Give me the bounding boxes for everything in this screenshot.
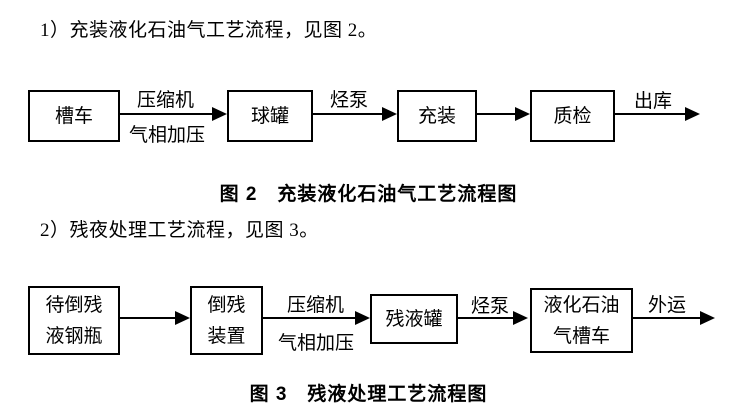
arrowhead-icon [515, 107, 530, 121]
fig2-node-spherical-tank: 球罐 [227, 90, 313, 142]
fig3-arrow-4 [633, 310, 715, 326]
node-label-line2: 液钢瓶 [45, 325, 103, 347]
fig2-edge1-label-gas-phase-pressurize: 气相加压 [129, 125, 206, 146]
fig2-arrow-3 [477, 106, 530, 122]
arrowhead-icon [382, 107, 397, 121]
arrowhead-icon [685, 107, 700, 121]
figure3-caption: 图 3 残液处理工艺流程图 [249, 384, 488, 405]
arrow-line [633, 317, 700, 319]
fig3-arrow-2 [263, 310, 370, 326]
node-label: 球罐 [250, 105, 289, 127]
fig3-node-cylinders-awaiting-emptying: 待倒残 液钢瓶 [28, 286, 120, 355]
arrowhead-icon [175, 311, 190, 325]
arrow-line [615, 113, 685, 115]
node-label: 槽车 [54, 105, 93, 127]
node-label: 充装 [417, 105, 456, 127]
arrowhead-icon [513, 311, 528, 325]
fig2-edge2-label-hydrocarbon-pump: 烃泵 [330, 90, 369, 111]
node-label-line1: 液化石油 [543, 294, 620, 316]
arrow-line [120, 113, 212, 115]
fig3-edge3-label-hydrocarbon-pump: 烃泵 [471, 296, 510, 317]
fig3-edge4-label-transport-out: 外运 [648, 295, 687, 316]
fig3-node-emptying-device: 倒残 装置 [190, 286, 263, 355]
fig3-node-lpg-tank-truck: 液化石油 气槽车 [530, 288, 633, 353]
figure2-caption: 图 2 充装液化石油气工艺流程图 [219, 184, 518, 205]
node-label: 质检 [553, 105, 592, 127]
arrowhead-icon [355, 311, 370, 325]
fig2-arrow-1 [120, 106, 227, 122]
node-label-line2: 气槽车 [552, 325, 610, 347]
arrow-line [263, 317, 355, 319]
paragraph-1: 1）充装液化石油气工艺流程，见图 2。 [40, 20, 378, 41]
node-label-line2: 装置 [207, 325, 246, 347]
arrow-line [313, 113, 382, 115]
node-label-line1: 倒残 [207, 294, 246, 316]
arrow-line [477, 113, 515, 115]
fig2-node-filling: 充装 [397, 90, 477, 142]
fig3-edge2-label-gas-phase-pressurize: 气相加压 [278, 333, 355, 354]
fig3-edge2-label-compressor: 压缩机 [287, 295, 345, 316]
fig2-node-quality-check: 质检 [530, 90, 615, 142]
arrowhead-icon [212, 107, 227, 121]
arrowhead-icon [700, 311, 715, 325]
fig2-edge1-label-compressor: 压缩机 [137, 90, 195, 111]
node-label-line1: 待倒残 [45, 294, 103, 316]
fig3-node-residual-liquid-tank: 残液罐 [370, 294, 458, 344]
fig2-arrow-2 [313, 106, 397, 122]
arrow-line [458, 317, 513, 319]
fig2-edge4-label-outbound: 出库 [634, 91, 673, 112]
node-label: 残液罐 [385, 308, 443, 330]
fig2-arrow-4 [615, 106, 700, 122]
fig2-node-tank-truck: 槽车 [28, 90, 120, 142]
arrow-line [120, 317, 175, 319]
fig3-arrow-1 [120, 310, 190, 326]
fig3-arrow-3 [458, 310, 528, 326]
paragraph-2: 2）残夜处理工艺流程，见图 3。 [40, 220, 319, 241]
